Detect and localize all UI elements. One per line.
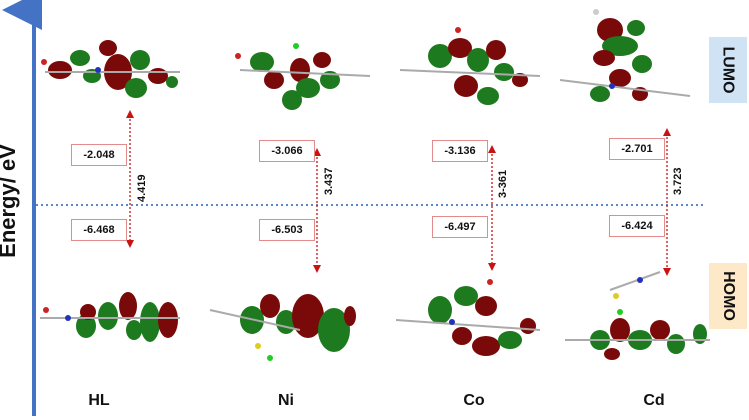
- homo-orbital-co: [395, 279, 541, 356]
- gap-arrow-cd: [663, 128, 671, 276]
- compound-label-cd: Cd: [643, 392, 665, 409]
- compound-label-co: Co: [463, 392, 485, 409]
- homo-value-ni: -6.503: [259, 219, 315, 241]
- homo-value-hl: -6.468: [71, 219, 127, 241]
- gap-value-hl: 4.419: [136, 174, 148, 202]
- lumo-tag: LUMO: [709, 37, 747, 103]
- homo-value-cd: -6.424: [609, 215, 665, 237]
- homo-value-co: -6.497: [432, 216, 488, 238]
- gap-value-ni: 3.437: [323, 167, 335, 195]
- lumo-orbital-cd: [559, 9, 691, 102]
- homo-orbital-ni: [209, 294, 356, 361]
- homo-orbital-cd: [565, 271, 710, 360]
- lumo-value-co: -3.136: [432, 140, 488, 162]
- lumo-value-hl: -2.048: [71, 144, 127, 166]
- homo-tag: HOMO: [709, 263, 747, 329]
- gap-value-cd: 3.723: [672, 167, 684, 195]
- lumo-orbital-hl: [41, 40, 180, 98]
- gap-arrow-ni: [313, 148, 321, 273]
- homo-orbital-hl: [40, 292, 180, 342]
- lumo-value-ni: -3.066: [259, 140, 315, 162]
- lumo-orbital-ni: [235, 43, 371, 110]
- energy-axis-label: Energy/ eV: [0, 144, 20, 258]
- gap-value-co: 3-361: [497, 169, 509, 198]
- compound-label-hl: HL: [88, 392, 110, 409]
- gap-arrow-hl: [126, 110, 134, 248]
- lumo-orbital-co: [399, 27, 541, 105]
- energy-axis-arrowhead: [26, 2, 42, 16]
- gap-arrow-co: [488, 145, 496, 271]
- lumo-value-cd: -2.701: [609, 138, 665, 160]
- compound-label-ni: Ni: [278, 392, 294, 409]
